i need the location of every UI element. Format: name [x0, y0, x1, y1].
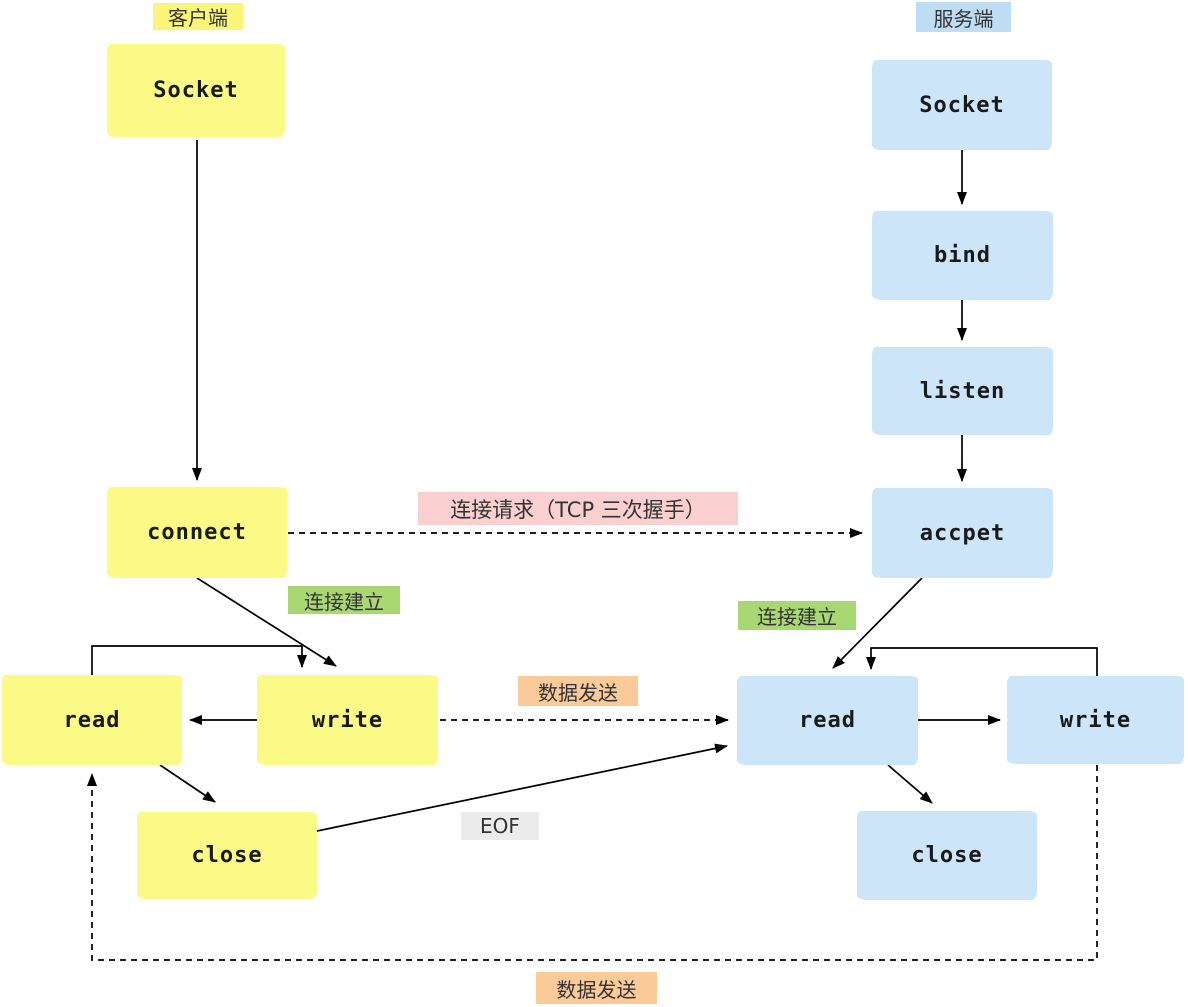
- node-client-connect: connect: [107, 487, 287, 578]
- node-server-listen: listen: [872, 347, 1053, 435]
- node-client-close-label: close: [191, 843, 263, 868]
- node-client-write: write: [257, 675, 438, 765]
- client-tag: 客户端: [153, 3, 243, 30]
- node-client-read-label: read: [63, 707, 121, 733]
- label-eof: EOF: [461, 812, 539, 840]
- edge-reads-closes: [887, 764, 933, 804]
- label-handshake-text: 连接请求（TCP 三次握手）: [450, 497, 706, 522]
- node-client-socket: Socket: [107, 44, 285, 137]
- label-handshake: 连接请求（TCP 三次握手）: [418, 492, 738, 525]
- label-data-send-middle: 数据发送: [518, 676, 638, 706]
- label-established-left: 连接建立: [288, 586, 400, 614]
- label-data-send-bottom-text: 数据发送: [556, 977, 637, 1002]
- node-client-connect-label: connect: [147, 520, 247, 545]
- node-server-listen-label: listen: [919, 378, 1006, 404]
- node-server-close-label: close: [911, 843, 983, 868]
- node-server-write-label: write: [1059, 707, 1132, 733]
- node-server-bind: bind: [872, 211, 1053, 300]
- node-client-close: close: [137, 812, 317, 899]
- node-server-read: read: [737, 676, 918, 765]
- label-data-send-middle-text: 数据发送: [538, 680, 618, 705]
- node-client-read: read: [2, 675, 182, 765]
- label-data-send-bottom: 数据发送: [536, 972, 657, 1004]
- node-server-read-label: read: [799, 708, 856, 733]
- node-server-write: write: [1007, 676, 1184, 764]
- server-tag-label: 服务端: [933, 6, 994, 31]
- edge-readc-writec-bracket: [91, 645, 307, 675]
- node-server-accpet: accpet: [872, 488, 1053, 578]
- edge-writes-reads-bracket: [866, 647, 1098, 676]
- label-established-right-text: 连接建立: [757, 605, 837, 629]
- node-server-accpet-label: accpet: [919, 520, 1006, 546]
- edge-readc-closec: [159, 764, 216, 803]
- client-tag-label: 客户端: [168, 6, 228, 30]
- node-server-close: close: [857, 811, 1037, 900]
- server-tag: 服务端: [916, 2, 1011, 32]
- node-client-write-label: write: [311, 707, 384, 733]
- node-server-socket-label: Socket: [919, 92, 1005, 118]
- node-server-socket: Socket: [872, 60, 1052, 150]
- label-established-right: 连接建立: [738, 601, 856, 630]
- node-server-bind-label: bind: [934, 243, 991, 268]
- label-eof-text: EOF: [480, 814, 520, 838]
- label-established-left-text: 连接建立: [304, 589, 384, 614]
- node-client-socket-label: Socket: [153, 78, 239, 103]
